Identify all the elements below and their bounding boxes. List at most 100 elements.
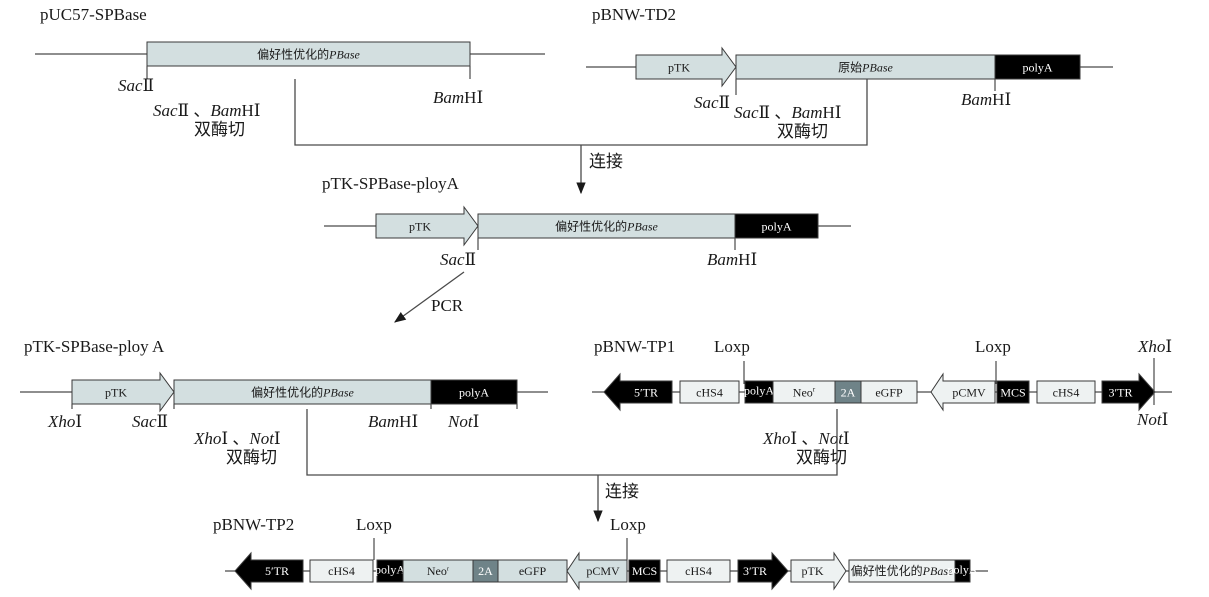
- element-box: [309, 559, 374, 583]
- element-arrow: [1101, 372, 1156, 412]
- element-box: [954, 559, 971, 583]
- element-chs4: cHS4: [666, 559, 731, 583]
- element-chs4: cHS4: [309, 559, 374, 583]
- svg-text:XhoⅠ: XhoⅠ: [47, 412, 82, 431]
- svg-text:XhoⅠ 、NotⅠ: XhoⅠ 、NotⅠ: [193, 429, 281, 448]
- element-polya: polyA: [744, 380, 774, 404]
- element-ptk: pTK: [375, 205, 479, 247]
- element-box: [679, 380, 740, 404]
- element-pbase: 偏好性优化的PBase: [477, 213, 736, 239]
- element-label: MCS: [1000, 385, 1025, 399]
- element-pcmv: pCMV: [566, 551, 628, 591]
- element-pbase: 偏好性优化的PBase: [146, 41, 471, 67]
- element-box: [860, 380, 918, 404]
- element-5-tr: 5′TR: [603, 372, 673, 412]
- element-polya: polyA: [948, 559, 978, 583]
- element-label: cHS4: [696, 385, 723, 399]
- site-label: SacⅡ: [118, 76, 154, 95]
- element-label: 2A: [841, 385, 856, 399]
- element-arrow: [603, 372, 673, 412]
- element-label: 3′TR: [743, 564, 767, 578]
- element-box: [1036, 380, 1096, 404]
- construct-puc57: 偏好性优化的PBase: [35, 41, 545, 79]
- pcr-arrow: [394, 271, 465, 323]
- element-arrow: [635, 46, 737, 88]
- element-neo: Neor: [402, 559, 474, 583]
- element-label: eGFP: [519, 564, 547, 578]
- pcr-label: PCR: [431, 296, 464, 315]
- site-label: BamHⅠ: [433, 88, 483, 107]
- element-egfp: eGFP: [497, 559, 568, 583]
- svg-text:SacⅡ 、BamHⅠ: SacⅡ 、BamHⅠ: [734, 103, 842, 122]
- element-box: [628, 559, 661, 583]
- site-label: XhoⅠ: [47, 412, 82, 431]
- site-label: SacⅡ: [694, 93, 730, 112]
- element-label: 偏好性优化的PBase: [851, 563, 954, 578]
- element-label: eGFP: [875, 385, 903, 399]
- element-arrow: [790, 551, 847, 591]
- element-label: polyA: [375, 563, 405, 577]
- site-label: NotⅠ: [1136, 410, 1168, 429]
- element-label: pTK: [409, 219, 431, 233]
- svg-text:NotⅠ: NotⅠ: [1136, 410, 1168, 429]
- element-label: polyA: [744, 384, 774, 398]
- element-label: pTK: [802, 564, 824, 578]
- loxp-label: Loxp: [975, 337, 1011, 356]
- element-polya: polyA: [734, 213, 819, 239]
- element-label: polyA: [1023, 60, 1053, 74]
- loxp-label: Loxp: [610, 515, 646, 534]
- construct-name-ptk-spbase: pTK-SPBase-ployA: [322, 174, 460, 193]
- element-chs4: cHS4: [1036, 380, 1096, 404]
- svg-text:NotⅠ: NotⅠ: [447, 412, 479, 431]
- svg-text:XhoⅠ: XhoⅠ: [1137, 337, 1172, 356]
- site-label: NotⅠ: [447, 412, 479, 431]
- element-pbase: 偏好性优化的PBase: [848, 559, 956, 583]
- svg-text:SacⅡ: SacⅡ: [118, 76, 154, 95]
- element-label: cHS4: [685, 564, 712, 578]
- digest-note-left-2: XhoⅠ 、NotⅠ 双酶切: [193, 429, 281, 467]
- element-label: 3′TR: [1109, 385, 1133, 399]
- join-bracket-2: [306, 409, 838, 476]
- loxp-label: Loxp: [714, 337, 750, 356]
- element-2a: 2A: [834, 380, 862, 404]
- element-polya: polyA: [994, 54, 1081, 80]
- svg-text:BamHⅠ: BamHⅠ: [368, 412, 418, 431]
- svg-text:双酶切: 双酶切: [226, 448, 277, 467]
- element-label: 偏好性优化的PBase: [257, 46, 360, 61]
- construct-name-td2: pBNW-TD2: [592, 5, 676, 24]
- construct-name-puc57: pUC57-SPBase: [40, 5, 147, 24]
- construct-name-ptk-spbase-2: pTK-SPBase-ploy A: [24, 337, 165, 356]
- element-label: Neor: [427, 564, 450, 578]
- element-label: cHS4: [328, 564, 355, 578]
- element-label: pTK: [668, 60, 690, 74]
- element-box: [996, 380, 1030, 404]
- svg-text:SacⅡ 、BamHⅠ: SacⅡ 、BamHⅠ: [153, 101, 261, 120]
- svg-text:SacⅡ: SacⅡ: [440, 250, 476, 269]
- element-3-tr: 3′TR: [737, 551, 789, 591]
- svg-text:SacⅡ: SacⅡ: [132, 412, 168, 431]
- element-label: pTK: [105, 385, 127, 399]
- element-label: cHS4: [1053, 385, 1080, 399]
- element-box: [430, 379, 518, 405]
- element-label: 5′TR: [265, 564, 289, 578]
- element-neo: Neor: [772, 380, 836, 404]
- construct-td2: pTK 原始PBase polyA: [586, 46, 1113, 95]
- element-pcmv: pCMV: [930, 372, 996, 412]
- element-label: 偏好性优化的PBase: [251, 384, 354, 399]
- element-pbase: 原始PBase: [735, 54, 996, 80]
- construct-name-tp1: pBNW-TP1: [594, 337, 675, 356]
- site-label: XhoⅠ: [1137, 337, 1172, 356]
- element-polya: polyA: [375, 559, 405, 583]
- element-5-tr: 5′TR: [234, 551, 304, 591]
- element-polya: polyA: [430, 379, 518, 405]
- element-box: [994, 54, 1081, 80]
- digest-note-left-1: SacⅡ 、BamHⅠ 双酶切: [153, 101, 261, 139]
- svg-text:双酶切: 双酶切: [777, 122, 828, 141]
- element-ptk: pTK: [71, 371, 175, 413]
- element-box: [734, 213, 819, 239]
- element-ptk: pTK: [790, 551, 847, 591]
